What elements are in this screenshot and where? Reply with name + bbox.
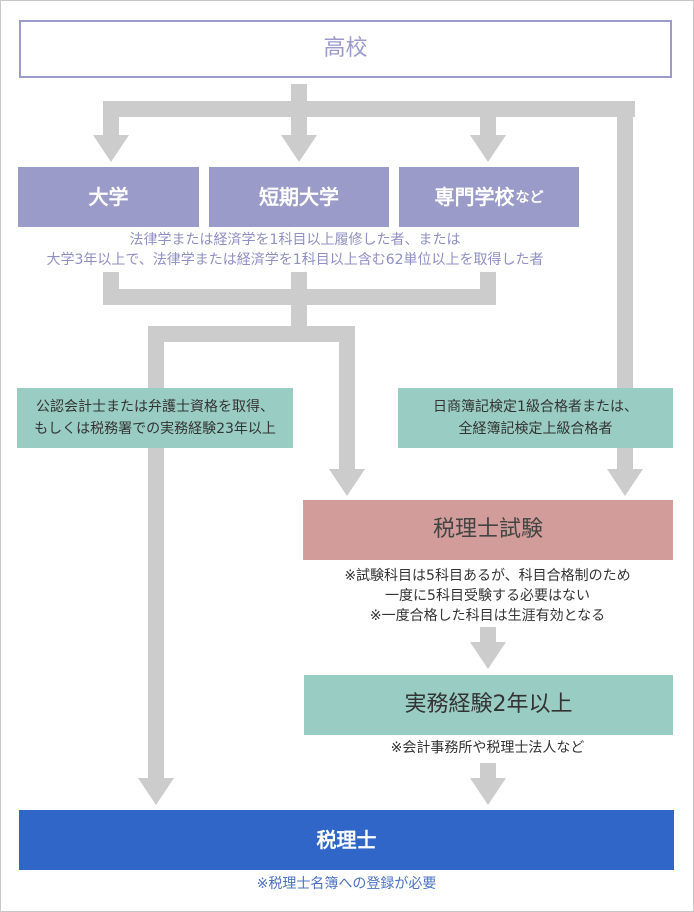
node-bookkeeping-route-line1: 日商簿記検定1級合格者または、: [433, 399, 638, 415]
connector-drop-vocational: [480, 109, 496, 137]
node-vocational-school-label: 専門学校: [434, 184, 515, 209]
node-vocational-school: 専門学校など: [399, 167, 579, 227]
exam-note: ※試験科目は5科目あるが、科目合格制のため 一度に5科目受験する必要はない ※一…: [300, 566, 675, 626]
node-university-label: 大学: [88, 184, 129, 209]
connector-middle-vertical: [339, 326, 355, 471]
school-requirement-note-line2: 大学3年以上で、法律学または経済学を1科目以上含む62単位以上を取得した者: [46, 252, 544, 268]
experience-note-line: ※会計事務所や税理士法人など: [390, 740, 585, 756]
node-junior-college: 短期大学: [209, 167, 389, 227]
arrow-left-to-final: [138, 778, 174, 805]
registration-note: ※税理士名簿への登録が必要: [19, 874, 674, 894]
connector-exam-to-exp: [480, 627, 496, 644]
node-vocational-school-suffix: など: [515, 190, 544, 207]
connector-split-horizontal: [148, 326, 355, 342]
node-bookkeeping-route-line2: 全経簿記検定上級合格者: [458, 421, 613, 437]
exam-note-line1: ※試験科目は5科目あるが、科目合格制のため: [344, 568, 631, 584]
exam-note-line3: ※一度合格した科目は生涯有効となる: [369, 608, 606, 624]
exam-note-line2: 一度に5科目受験する必要はない: [385, 588, 590, 604]
arrow-university: [93, 135, 129, 162]
arrow-exam-to-exp: [470, 642, 506, 669]
connector-right-vertical: [617, 101, 633, 471]
registration-note-line: ※税理士名簿への登録が必要: [256, 876, 437, 892]
node-high-school: 高校: [19, 20, 672, 78]
node-practical-experience: 実務経験2年以上: [304, 675, 673, 735]
node-cpa-lawyer-route-line1: 公認会計士または弁護士資格を取得、: [35, 399, 274, 415]
node-cpa-lawyer-route-line2: もしくは税務署での実務経験23年以上: [34, 421, 276, 437]
experience-note: ※会計事務所や税理士法人など: [300, 738, 675, 758]
arrow-middle-to-exam: [329, 469, 365, 496]
connector-merge-trunk: [291, 297, 307, 327]
node-university: 大学: [18, 167, 199, 227]
node-high-school-label: 高校: [323, 36, 368, 62]
school-requirement-note: 法律学または経済学を1科目以上履修した者、または 大学3年以上で、法律学または経…: [20, 230, 570, 270]
node-bookkeeping-route: 日商簿記検定1級合格者または、 全経簿記検定上級合格者: [398, 388, 673, 448]
arrow-junior: [281, 135, 317, 162]
arrow-vocational: [470, 135, 506, 162]
node-tax-accountant-exam: 税理士試験: [303, 500, 673, 560]
node-junior-college-label: 短期大学: [259, 184, 339, 209]
node-tax-accountant-label: 税理士: [316, 827, 377, 852]
school-requirement-note-line1: 法律学または経済学を1科目以上履修した者、または: [129, 232, 461, 248]
arrow-right-to-exam: [607, 469, 643, 496]
node-tax-accountant-exam-label: 税理士試験: [432, 517, 543, 543]
connector-drop-university: [103, 109, 119, 137]
connector-exp-to-final: [480, 763, 496, 780]
arrow-exp-to-final: [470, 778, 506, 805]
node-tax-accountant: 税理士: [19, 810, 674, 870]
node-cpa-lawyer-route: 公認会計士または弁護士資格を取得、 もしくは税務署での実務経験23年以上: [17, 388, 293, 448]
connector-drop-junior: [291, 109, 307, 137]
connector-top-horizontal: [103, 101, 635, 117]
node-practical-experience-label: 実務経験2年以上: [404, 692, 573, 718]
